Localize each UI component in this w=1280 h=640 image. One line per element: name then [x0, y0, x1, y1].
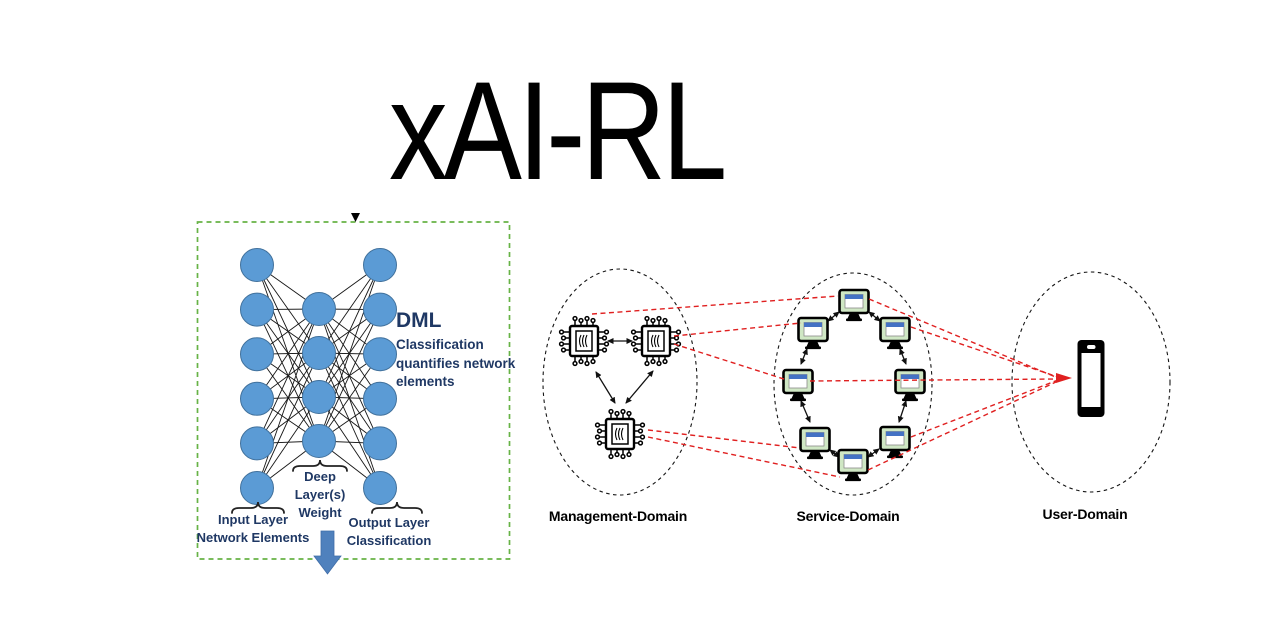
nn-node: [240, 381, 274, 416]
cross-domain-links: [591, 295, 1072, 478]
service-domain-ellipse: [773, 272, 933, 496]
output-layer-label: Output Layer: [348, 515, 430, 530]
big-down-arrow-icon: [313, 530, 342, 575]
nn-node: [363, 471, 397, 505]
chip-icon: [558, 315, 610, 367]
hidden-layer-label: Deep: [304, 469, 336, 484]
management-domain-label: Management-Domain: [548, 508, 688, 524]
dml-heading: DML: [396, 309, 442, 332]
hidden-layer-label: Layer(s): [294, 487, 346, 502]
nn-connection: [318, 309, 381, 442]
monitor-icon: [838, 288, 870, 323]
page-title: xAI-RL: [388, 52, 727, 209]
nn-node: [302, 336, 336, 370]
nn-node: [240, 248, 274, 282]
nn-node: [363, 248, 397, 282]
nn-node: [240, 292, 274, 327]
nn-connection: [318, 264, 381, 442]
management-links: [595, 338, 654, 404]
smartphone-icon: [1077, 340, 1105, 417]
output-layer-label: Classification: [346, 533, 432, 548]
nn-node: [363, 337, 397, 372]
dml-desc-line: quantifies network: [396, 356, 516, 371]
nn-nodes: [240, 248, 397, 505]
nn-node: [302, 292, 336, 326]
hidden-layer-brace: [292, 459, 348, 472]
monitor-icon: [894, 368, 926, 403]
nn-connection: [256, 308, 320, 489]
management-domain-ellipse: [542, 268, 698, 496]
nn-node: [363, 292, 397, 327]
nn-connection: [318, 264, 381, 398]
input-layer-label: Input Layer: [217, 512, 289, 527]
output-layer-brace: [371, 501, 423, 514]
nn-dashed-box: [196, 221, 511, 560]
nn-node: [363, 381, 397, 416]
monitor-icon: [797, 316, 829, 351]
service-domain-label: Service-Domain: [796, 508, 900, 524]
nn-node: [240, 337, 274, 372]
input-layer-label: Network Elements: [196, 530, 310, 545]
nn-top-arrowhead-icon: [351, 213, 360, 222]
nn-connection: [256, 308, 320, 400]
nn-connection: [256, 352, 320, 489]
monitor-icon: [879, 316, 911, 351]
dml-desc-line: Classification: [396, 337, 484, 352]
monitor-icon: [879, 425, 911, 460]
domain-figure: [542, 268, 1171, 496]
nn-connection: [318, 264, 381, 354]
nn-figure: [196, 213, 511, 575]
monitor-icon: [837, 448, 869, 483]
nn-connection: [256, 396, 320, 489]
chip-icon: [594, 408, 646, 460]
user-domain-ellipse: [1011, 271, 1171, 493]
red-arrowhead-icon: [1056, 373, 1072, 383]
nn-node: [302, 424, 336, 458]
nn-node: [363, 426, 397, 461]
nn-node: [240, 426, 274, 461]
monitor-icon: [799, 426, 831, 461]
nn-connection: [256, 308, 320, 444]
monitor-icon: [782, 368, 814, 403]
nn-node: [240, 471, 274, 505]
chip-icon: [630, 315, 682, 367]
nn-node: [302, 380, 336, 414]
nn-connection: [318, 353, 381, 442]
user-domain-label: User-Domain: [1042, 506, 1128, 522]
hidden-layer-label: Weight: [298, 505, 342, 520]
input-layer-brace: [231, 501, 285, 514]
dml-desc-line: elements: [396, 374, 455, 389]
